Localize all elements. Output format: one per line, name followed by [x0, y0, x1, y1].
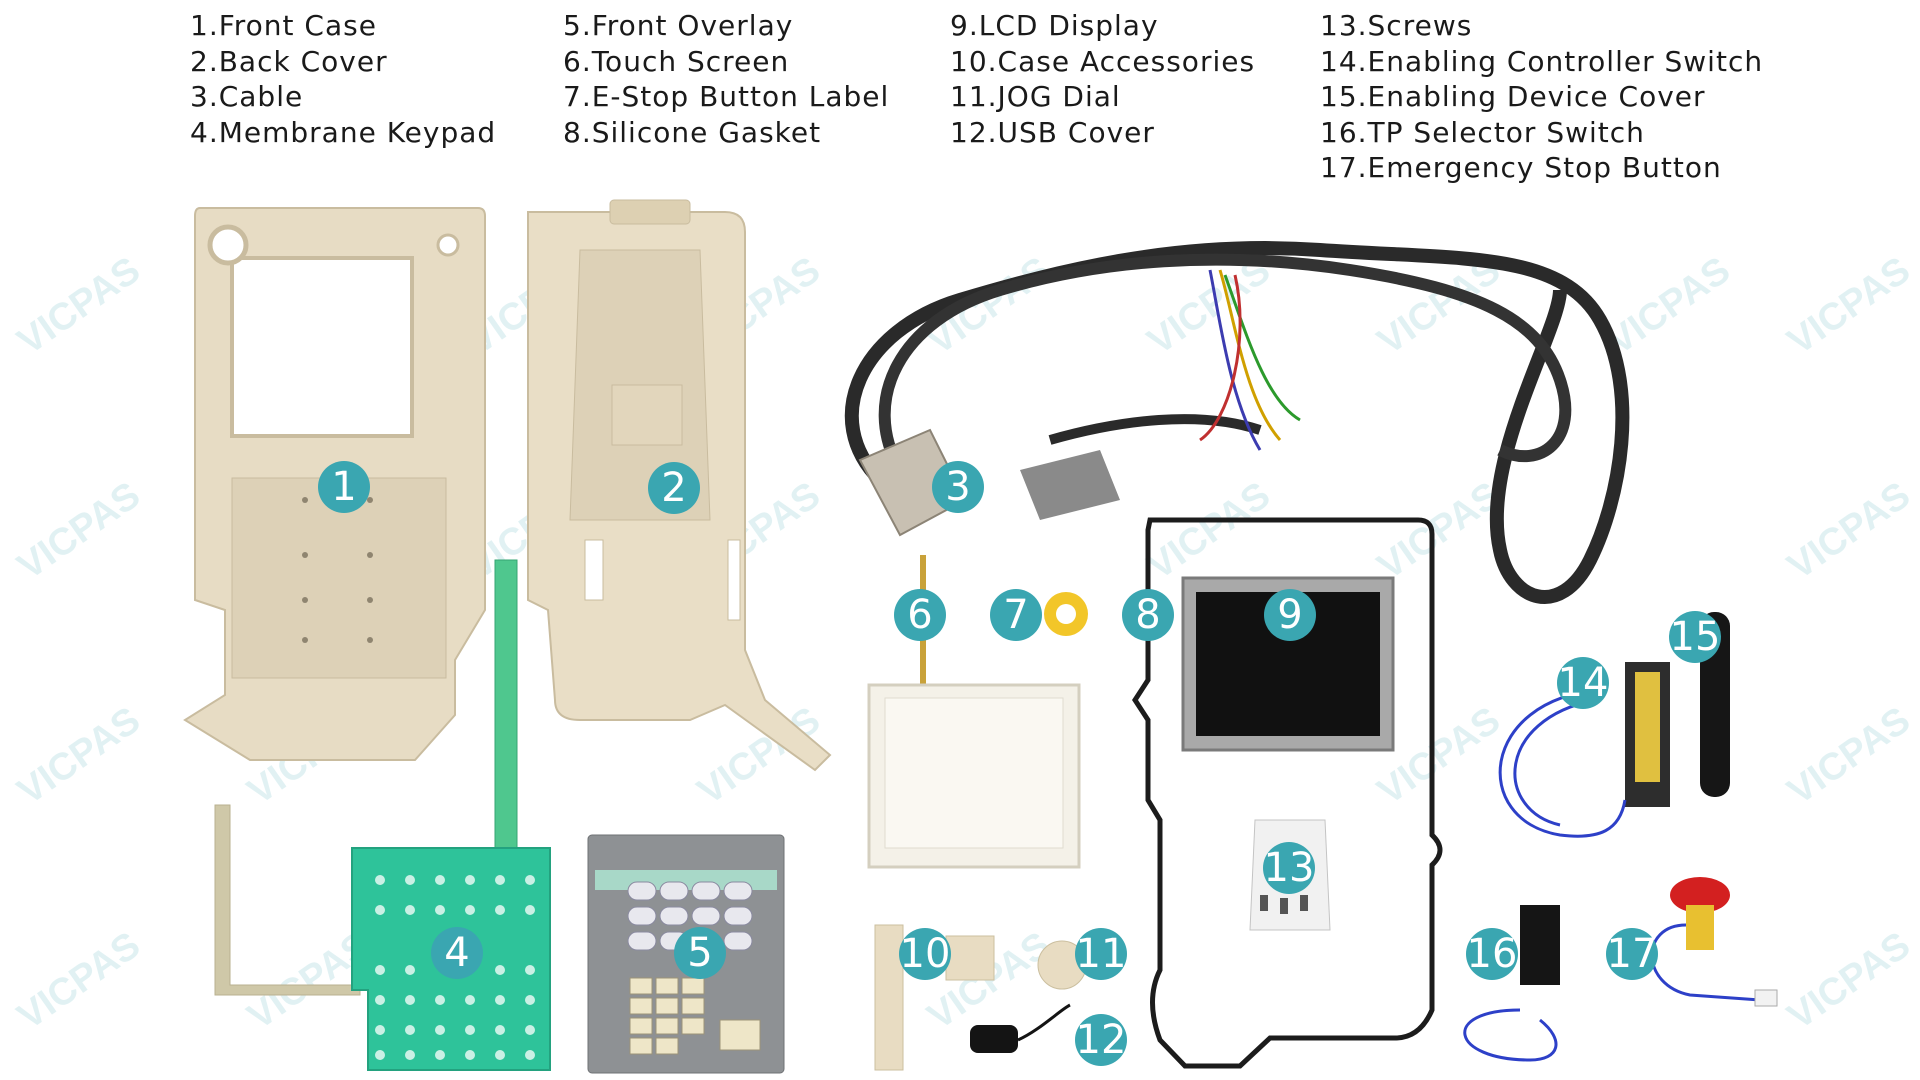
tp-selector-switch	[1463, 905, 1560, 1062]
badge-lcd-display: 9	[1264, 589, 1316, 641]
legend-item-usb-cover: 12.USB Cover	[950, 115, 1155, 149]
legend-item-screws: 13.Screws	[1320, 9, 1473, 42]
badge-estop-label: 7	[990, 589, 1042, 641]
legend-column-4: 13.Screws 14.Enabling Controller Switch …	[1320, 8, 1763, 186]
badge-usb-cover: 12	[1075, 1014, 1127, 1066]
legend-item-enabling-switch: 14.Enabling Controller Switch	[1320, 44, 1764, 78]
badge-screws: 13	[1263, 842, 1315, 894]
badge-front-case: 1	[318, 461, 370, 513]
legend-column-2: 5.Front Overlay 6.Touch Screen 7.E-Stop …	[563, 8, 889, 150]
enabling-controller-switch	[1498, 662, 1670, 838]
badge-membrane-keypad: 4	[431, 927, 483, 979]
legend-item-jog-dial: 11.JOG Dial	[950, 80, 1121, 113]
legend-column-1: 1.Front Case 2.Back Cover 3.Cable 4.Memb…	[190, 8, 496, 150]
cable	[844, 241, 1630, 604]
badge-jog-dial: 11	[1075, 928, 1127, 980]
usb-cover	[970, 1003, 1071, 1053]
badge-case-accessories: 10	[899, 928, 951, 980]
legend-item-front-case: 1.Front Case	[190, 9, 377, 42]
case-accessories	[874, 924, 995, 1071]
badge-silicone-gasket: 8	[1122, 589, 1174, 641]
legend-item-touch-screen: 6.Touch Screen	[563, 44, 790, 78]
legend-item-silicone-gasket: 8.Silicone Gasket	[563, 115, 822, 149]
silicone-gasket	[1132, 517, 1443, 1069]
badge-enabling-switch: 14	[1557, 657, 1609, 709]
badge-emergency-stop: 17	[1606, 928, 1658, 980]
legend-item-cable: 3.Cable	[190, 80, 304, 113]
legend-item-emergency-stop: 17.Emergency Stop Button	[1320, 151, 1722, 184]
badge-tp-selector: 16	[1466, 928, 1518, 980]
estop-button-label	[1044, 592, 1088, 636]
legend-item-membrane-keypad: 4.Membrane Keypad	[190, 115, 497, 149]
badge-touch-screen: 6	[894, 589, 946, 641]
legend-item-case-accessories: 10.Case Accessories	[950, 44, 1256, 78]
legend-item-back-cover: 2.Back Cover	[190, 44, 388, 78]
badge-front-overlay: 5	[674, 927, 726, 979]
legend-item-enabling-cover: 15.Enabling Device Cover	[1320, 80, 1706, 113]
legend-item-lcd-display: 9.LCD Display	[950, 9, 1159, 42]
parts-legend: 1.Front Case 2.Back Cover 3.Cable 4.Memb…	[0, 8, 1920, 188]
legend-item-tp-selector: 16.TP Selector Switch	[1320, 115, 1645, 149]
badge-back-cover: 2	[648, 462, 700, 514]
legend-column-3: 9.LCD Display 10.Case Accessories 11.JOG…	[950, 8, 1255, 150]
badge-enabling-cover: 15	[1669, 611, 1721, 663]
badge-cable: 3	[932, 461, 984, 513]
legend-item-front-overlay: 5.Front Overlay	[563, 9, 794, 42]
legend-item-estop-label: 7.E-Stop Button Label	[563, 80, 890, 113]
